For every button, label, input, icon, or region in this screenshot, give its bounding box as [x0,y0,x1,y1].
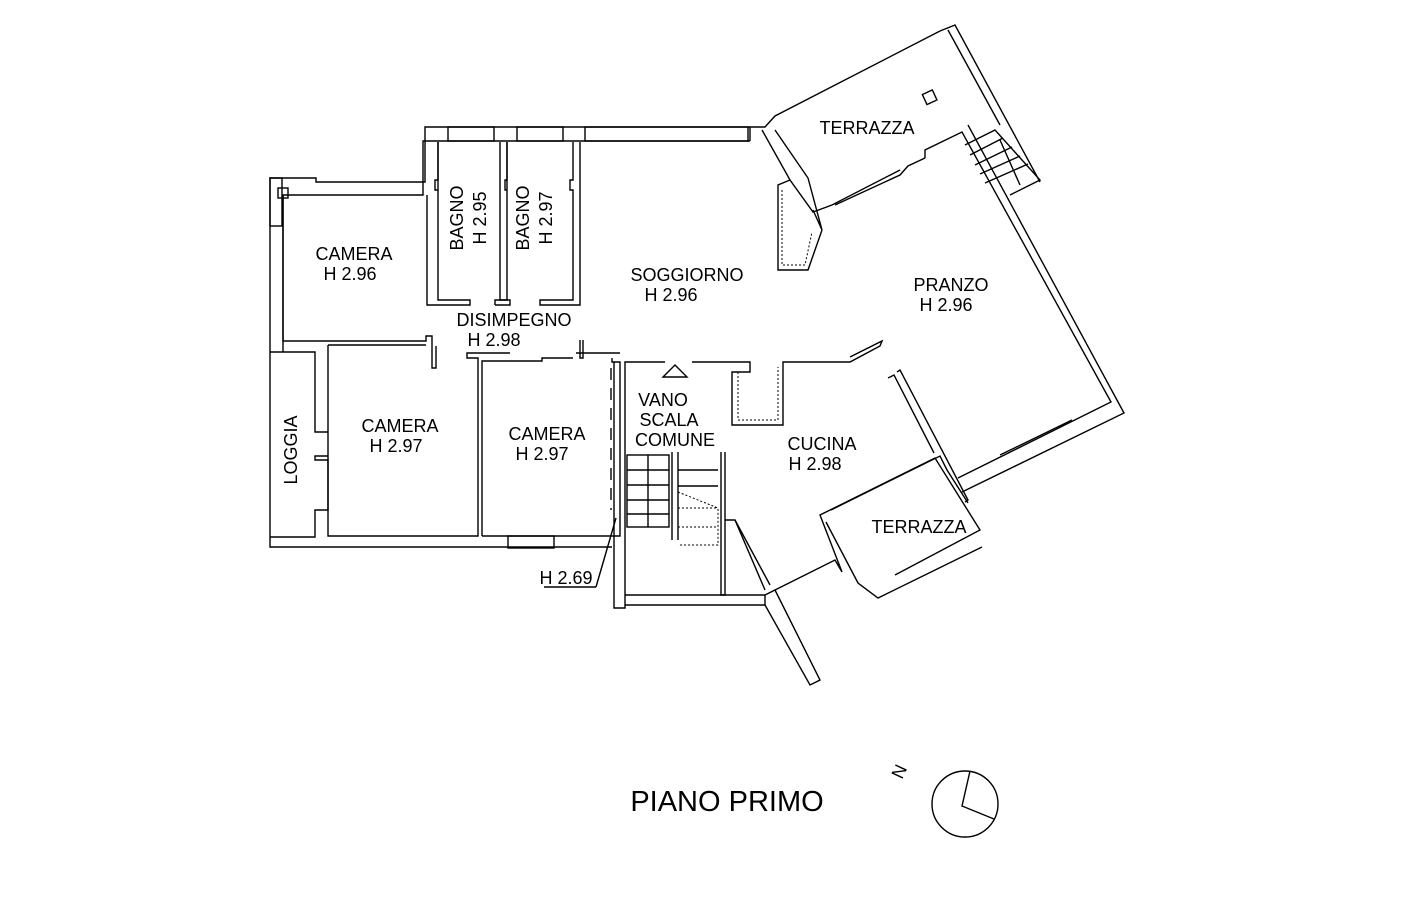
svg-text:PRANZO: PRANZO [913,275,988,295]
room-label-terrazza-south: TERRAZZA [871,517,966,537]
svg-text:BAGNO: BAGNO [513,185,533,250]
svg-text:CAMERA: CAMERA [508,424,585,444]
svg-text:H 2.98: H 2.98 [467,330,520,350]
svg-text:H 2.97: H 2.97 [536,191,556,244]
svg-text:N: N [887,761,911,781]
room-label-pranzo: PRANZO H 2.96 [913,275,988,315]
stairs [626,364,719,546]
walls [269,24,1125,686]
room-label-camera-3: CAMERA H 2.97 [508,424,585,464]
plan-title: PIANO PRIMO [630,786,823,818]
svg-text:H 2.98: H 2.98 [788,454,841,474]
room-label-cucina: CUCINA H 2.98 [787,434,856,474]
room-label-bagno-2: BAGNO H 2.97 [513,185,556,250]
height-annotation: H 2.69 [539,517,617,588]
room-label-camera-1: CAMERA H 2.96 [315,244,392,284]
svg-text:H 2.97: H 2.97 [515,444,568,464]
svg-text:H 2.95: H 2.95 [470,191,490,244]
room-label-loggia: LOGGIA [281,415,301,484]
room-label-soggiorno: SOGGIORNO H 2.96 [630,265,743,305]
svg-text:SCALA: SCALA [639,410,698,430]
svg-text:CAMERA: CAMERA [361,416,438,436]
north-compass-icon: N [887,761,999,838]
svg-text:VANO: VANO [638,390,688,410]
svg-text:H 2.69: H 2.69 [539,568,592,588]
svg-text:H 2.96: H 2.96 [644,285,697,305]
room-label-disimpegno: DISIMPEGNO H 2.98 [456,310,571,350]
svg-text:CUCINA: CUCINA [787,434,856,454]
exterior-stairs [964,129,1042,196]
room-label-bagno-1: BAGNO H 2.95 [447,185,490,250]
svg-text:DISIMPEGNO: DISIMPEGNO [456,310,571,330]
svg-text:CAMERA: CAMERA [315,244,392,264]
svg-text:H 2.96: H 2.96 [323,264,376,284]
room-label-terrazza-north: TERRAZZA [819,118,914,138]
svg-text:H 2.96: H 2.96 [919,295,972,315]
svg-text:COMUNE: COMUNE [635,430,715,450]
svg-text:SOGGIORNO: SOGGIORNO [630,265,743,285]
room-label-vano-scala: VANO SCALA COMUNE [635,390,715,450]
room-label-camera-2: CAMERA H 2.97 [361,416,438,456]
svg-text:BAGNO: BAGNO [447,185,467,250]
svg-text:H 2.97: H 2.97 [369,436,422,456]
